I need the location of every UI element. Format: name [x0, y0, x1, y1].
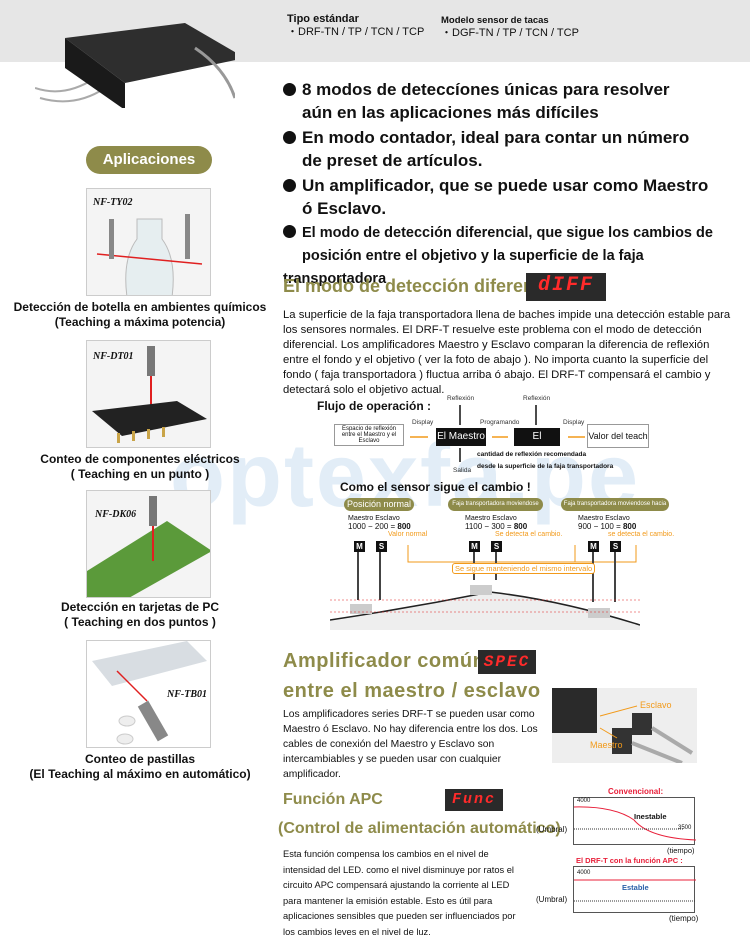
- display-label: Display: [412, 419, 434, 426]
- note-1: cantidad de reflexión recomendada: [477, 451, 587, 458]
- std-models: ・DRF-TN / TP / TCN / TCP: [287, 26, 425, 38]
- pcb-detection-image: NF-DK06: [86, 490, 211, 598]
- reflection-space-box: Espacio de reflexión entre el Maestro y …: [334, 424, 404, 446]
- sensor-follow-diagram: [330, 545, 640, 630]
- case-up-label: Faja transportadora moviendose hacia arr…: [448, 498, 543, 520]
- chart2-threshold-label: (Umbral): [536, 895, 568, 904]
- feature-4: El modo de detección diferencial, que si…: [283, 225, 713, 287]
- flow-arrows: [410, 405, 585, 462]
- flow-title: Flujo de operación :: [317, 399, 432, 413]
- model-tag: NF-DT01: [93, 351, 134, 362]
- mark-title: Modelo sensor de tacas: [441, 15, 549, 26]
- chart1-state: Inestable: [634, 812, 667, 821]
- common-title-2: entre el maestro / esclavo: [283, 680, 541, 702]
- note-2: desde la superficie de la faja transport…: [477, 463, 614, 470]
- master-box: El Maestro: [436, 428, 486, 446]
- chart2-frame: 4000 Estable: [573, 866, 696, 913]
- std-title: Tipo estándar: [287, 13, 359, 25]
- chart1-title: Convencional:: [608, 787, 664, 796]
- applications-badge: Aplicaciones: [86, 146, 212, 174]
- case-normal-label: Posición normal: [344, 498, 414, 511]
- programando-label: Programando: [480, 419, 520, 426]
- apc-text: Esta función compensa los cambios en el …: [283, 849, 516, 937]
- pill-counting-image: NF-TB01: [86, 640, 211, 748]
- chart2-title: El DRF-T con la función APC :: [576, 856, 683, 865]
- esclavo-label: Esclavo: [640, 700, 672, 710]
- diff-display: dIFF: [526, 273, 606, 301]
- maestro-label: Maestro: [590, 740, 623, 750]
- display-label: Display: [563, 419, 585, 426]
- slave-marker: S: [491, 541, 502, 552]
- feature-2: En modo contador, ideal para contar un n…: [283, 126, 748, 172]
- apc-title-1: Función APC: [283, 791, 383, 808]
- master-marker: M: [354, 541, 365, 552]
- apc-display: Func: [445, 789, 503, 811]
- caption-pcb: Detección en tarjetas de PC( Teaching en…: [60, 600, 220, 629]
- diff-title: El modo de detección diferencial: [283, 276, 565, 296]
- salida-label: Salida: [453, 467, 472, 474]
- slave-marker: S: [610, 541, 621, 552]
- common-display: SPEC: [478, 650, 536, 674]
- model-tag: NF-DK06: [95, 509, 137, 520]
- common-title-1: Amplificador común: [283, 650, 486, 672]
- feature-1: 8 modos de deteccíones únicas para resol…: [283, 78, 748, 124]
- caption-bottle: Detección de botella en ambientes químic…: [13, 300, 267, 329]
- master-marker: M: [588, 541, 599, 552]
- mark-models: ・DGF-TN / TP / TCN / TCP: [441, 27, 579, 39]
- standard-type: Tipo estándar ・DRF-TN / TP / TCN / TCP: [287, 13, 424, 39]
- chart2-top-value: 4000: [577, 870, 591, 876]
- chart2-state: Estable: [622, 883, 649, 892]
- model-tag: NF-TY02: [93, 197, 133, 208]
- chart1-threshold-value: 3500: [678, 825, 692, 831]
- master-marker: M: [469, 541, 480, 552]
- case-down-label: Faja transportadora moviendose hacia aba…: [561, 498, 669, 520]
- reflexion-label: Reflexión: [523, 395, 551, 402]
- master-slave-image: Esclavo Maestro: [552, 688, 697, 765]
- diff-text: La superficie de la faja transportadora …: [283, 309, 731, 396]
- bottle-detection-image: NF-TY02: [86, 188, 211, 296]
- chart1-threshold-label: (Umbral): [536, 825, 568, 834]
- chart2-x-label: (tiempo): [669, 914, 699, 923]
- electronic-component-image: NF-DT01: [86, 340, 211, 448]
- caption-components: Conteo de componentes eléctricos( Teachi…: [40, 452, 240, 481]
- follow-title: Como el sensor sigue el cambio !: [340, 480, 531, 494]
- caption-pills: Conteo de pastillas(El Teaching al máxim…: [29, 752, 251, 781]
- amplifier-product-image: [35, 23, 235, 108]
- apc-title-2: (Control de alimentación automático): [278, 820, 561, 837]
- teach-value-box: Valor del teach: [587, 424, 649, 448]
- chart1-frame: 4000 Inestable 3500: [573, 797, 696, 845]
- chart1-top-value: 4000: [577, 798, 591, 804]
- slave-box: El Esclavo: [514, 428, 560, 460]
- chart1-x-label: (tiempo): [667, 846, 695, 855]
- reflexion-label: Reflexión: [447, 395, 475, 402]
- feature-3: Un amplificador, que se puede usar como …: [283, 174, 748, 220]
- interval-note: Se sigue manteniendo el mismo intervalo: [452, 563, 596, 574]
- slave-marker: S: [376, 541, 387, 552]
- mark-type: Modelo sensor de tacas ・DGF-TN / TP / TC…: [441, 14, 579, 40]
- model-tag: NF-TB01: [167, 689, 207, 700]
- common-text: Los amplificadores series DRF-T se puede…: [283, 709, 538, 780]
